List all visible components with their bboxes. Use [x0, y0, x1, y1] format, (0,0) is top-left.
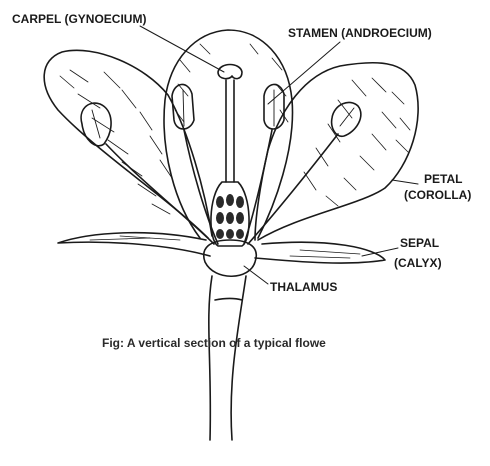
ovules [216, 194, 244, 239]
petal-leader [392, 180, 418, 184]
figure-caption: Fig: A vertical section of a typical flo… [102, 336, 326, 350]
stamen-3 [244, 84, 284, 244]
right-sepal [255, 242, 385, 263]
petal-label-line2: (COROLLA) [404, 188, 471, 203]
stamen-leader [268, 42, 340, 104]
right-petal [255, 63, 418, 240]
thalamus-label: THALAMUS [270, 280, 337, 295]
left-sepal [58, 233, 210, 256]
stamen-label: STAMEN (ANDROECIUM) [288, 26, 432, 41]
sepal-label-line2: (CALYX) [394, 256, 442, 271]
carpel-label: CARPEL (GYNOECIUM) [12, 12, 146, 27]
thalamus-leader [244, 266, 268, 284]
pedicel [209, 276, 246, 440]
petal-label-line1: PETAL [424, 172, 462, 187]
sepal-label-line1: SEPAL [400, 236, 439, 251]
